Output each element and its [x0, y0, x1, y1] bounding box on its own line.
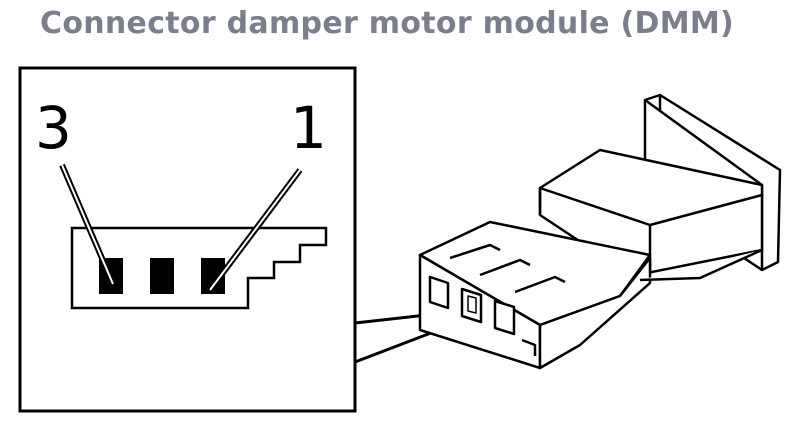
pin-3-leader: [59, 163, 116, 286]
connector-3d: [418, 93, 782, 370]
connector-face-outline: [70, 226, 328, 310]
pin-1-leader: [207, 168, 303, 292]
pin-3-label: 3: [35, 94, 72, 162]
pin-2-cavity: [150, 258, 174, 294]
pin-1-label: 1: [290, 94, 327, 162]
diagram-title: Connector damper motor module (DMM): [40, 6, 735, 41]
